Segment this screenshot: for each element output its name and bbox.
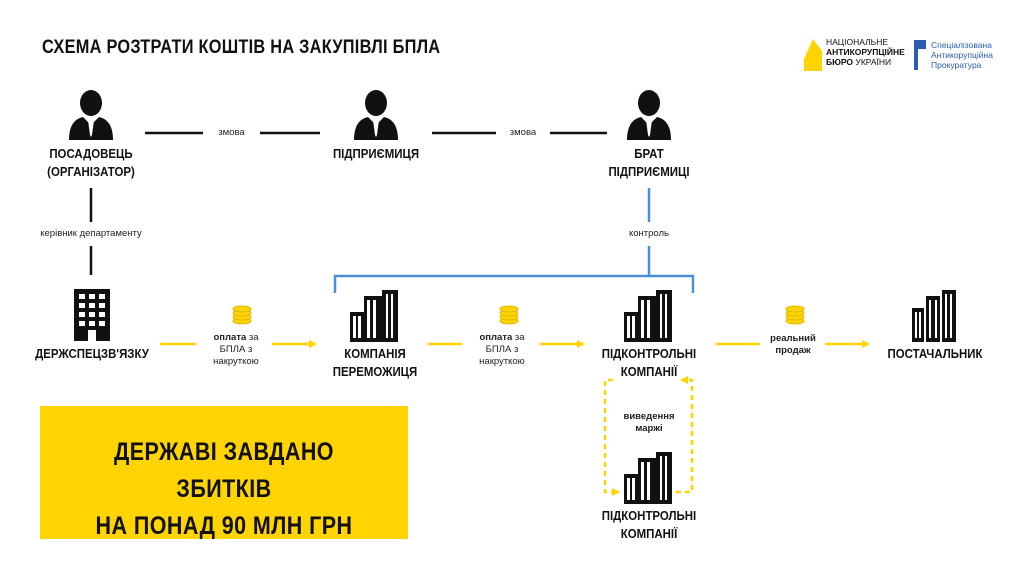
nabu-line-1: НАЦІОНАЛЬНЕ bbox=[826, 37, 889, 47]
real-sale-line-1: реальний bbox=[770, 333, 816, 344]
nabu-line-4: УКРАЇНИ bbox=[855, 57, 892, 67]
payment-2-rest3: накруткою bbox=[479, 356, 525, 367]
margin-loop-right bbox=[676, 376, 694, 494]
margin-line-1: виведення bbox=[623, 411, 675, 422]
sap-line-3: Прокуратура bbox=[931, 60, 982, 70]
nabu-emblem-icon bbox=[804, 39, 822, 71]
nabu-logo: НАЦІОНАЛЬНЕ АНТИКОРУПЦІЙНЕ БЮРО УКРАЇНИ bbox=[804, 37, 905, 73]
coins-icon bbox=[232, 305, 252, 325]
person-icon bbox=[69, 90, 113, 140]
winner-line-2: ПЕРЕМОЖИЦЯ bbox=[332, 364, 418, 379]
payment-1-rest1: за bbox=[246, 332, 259, 343]
building-icon bbox=[350, 290, 398, 342]
controlled-2-line-1: ПІДКОНТРОЛЬНІ bbox=[601, 508, 697, 523]
margin-line-2: маржі bbox=[635, 423, 663, 434]
person-icon bbox=[627, 90, 671, 140]
entrepreneur-label: ПІДПРИЄМИЦЯ bbox=[332, 146, 420, 161]
controlled-companies-label-2: ПІДКОНТРОЛЬНІ КОМПАНІЇ bbox=[601, 507, 698, 543]
building-icon bbox=[912, 290, 956, 342]
real-sale-line-2: продаж bbox=[775, 345, 811, 356]
controlled-companies-label-1: ПІДКОНТРОЛЬНІ КОМПАНІЇ bbox=[601, 345, 698, 381]
building-icon bbox=[74, 289, 110, 341]
winner-line-1: КОМПАНІЯ bbox=[344, 346, 406, 361]
page-title: СХЕМА РОЗТРАТИ КОШТІВ НА ЗАКУПІВЛІ БПЛА bbox=[42, 37, 441, 58]
brother-role: ПІДПРИЄМИЦІ bbox=[608, 164, 690, 179]
winner-company-label: КОМПАНІЯ ПЕРЕМОЖИЦЯ bbox=[327, 345, 424, 381]
building-icon bbox=[624, 290, 672, 342]
margin-loop-left bbox=[603, 378, 620, 496]
sap-line-2: Антикорупційна bbox=[931, 50, 993, 60]
conspiracy-label-2: змова bbox=[509, 127, 537, 138]
payment-2-bold: оплата bbox=[479, 332, 513, 343]
building-icon bbox=[624, 452, 672, 504]
controlled-1-line-1: ПІДКОНТРОЛЬНІ bbox=[601, 346, 697, 361]
brother-label: БРАТ ПІДПРИЄМИЦІ bbox=[601, 145, 698, 181]
damage-line-1: ДЕРЖАВІ ЗАВДАНО ЗБИТКІВ bbox=[114, 438, 334, 503]
sap-logo: Спеціалізована Антикорупційна Прокуратур… bbox=[913, 37, 993, 73]
control-label: контроль bbox=[629, 228, 669, 239]
real-sale-label: реальний продаж bbox=[762, 333, 824, 357]
payment-1-bold: оплата bbox=[213, 332, 247, 343]
official-label: ПОСАДОВЕЦЬ (ОРГАНІЗАТОР) bbox=[43, 145, 140, 181]
payment-1-rest2: БПЛА з bbox=[219, 344, 253, 355]
damage-text: ДЕРЖАВІ ЗАВДАНО ЗБИТКІВ НА ПОНАД 90 МЛН … bbox=[66, 434, 382, 545]
state-agency-label: ДЕРЖСПЕЦЗВ'ЯЗКУ bbox=[35, 346, 149, 361]
supplier-label: ПОСТАЧАЛЬНИК bbox=[887, 346, 983, 361]
payment-label-1: оплата за БПЛА з накруткою bbox=[199, 332, 273, 368]
margin-withdrawal-label: виведення маржі bbox=[614, 411, 684, 435]
payment-1-rest3: накруткою bbox=[213, 356, 259, 367]
coins-icon bbox=[499, 305, 519, 325]
person-icon bbox=[354, 90, 398, 140]
nabu-line-3: БЮРО bbox=[826, 57, 854, 67]
sap-shield-icon bbox=[914, 40, 926, 70]
department-head-label: керівник департаменту bbox=[40, 228, 142, 239]
payment-label-2: оплата за БПЛА з накруткою bbox=[465, 332, 539, 368]
nabu-line-2: АНТИКОРУПЦІЙНЕ bbox=[826, 47, 905, 57]
controlled-1-line-2: КОМПАНІЇ bbox=[620, 364, 678, 379]
official-role: (ОРГАНІЗАТОР) bbox=[47, 164, 135, 179]
brother-title: БРАТ bbox=[634, 146, 664, 161]
control-bracket bbox=[333, 274, 695, 293]
controlled-2-line-2: КОМПАНІЇ bbox=[620, 526, 678, 541]
sap-line-1: Спеціалізована bbox=[931, 40, 992, 50]
official-title: ПОСАДОВЕЦЬ bbox=[49, 146, 133, 161]
payment-2-rest1: за bbox=[512, 332, 525, 343]
damage-banner: ДЕРЖАВІ ЗАВДАНО ЗБИТКІВ НА ПОНАД 90 МЛН … bbox=[40, 406, 408, 540]
coins-icon bbox=[785, 305, 805, 325]
conspiracy-label-1: змова bbox=[218, 127, 245, 138]
damage-line-2: НА ПОНАД 90 МЛН ГРН bbox=[95, 512, 353, 540]
payment-2-rest2: БПЛА з bbox=[485, 344, 519, 355]
